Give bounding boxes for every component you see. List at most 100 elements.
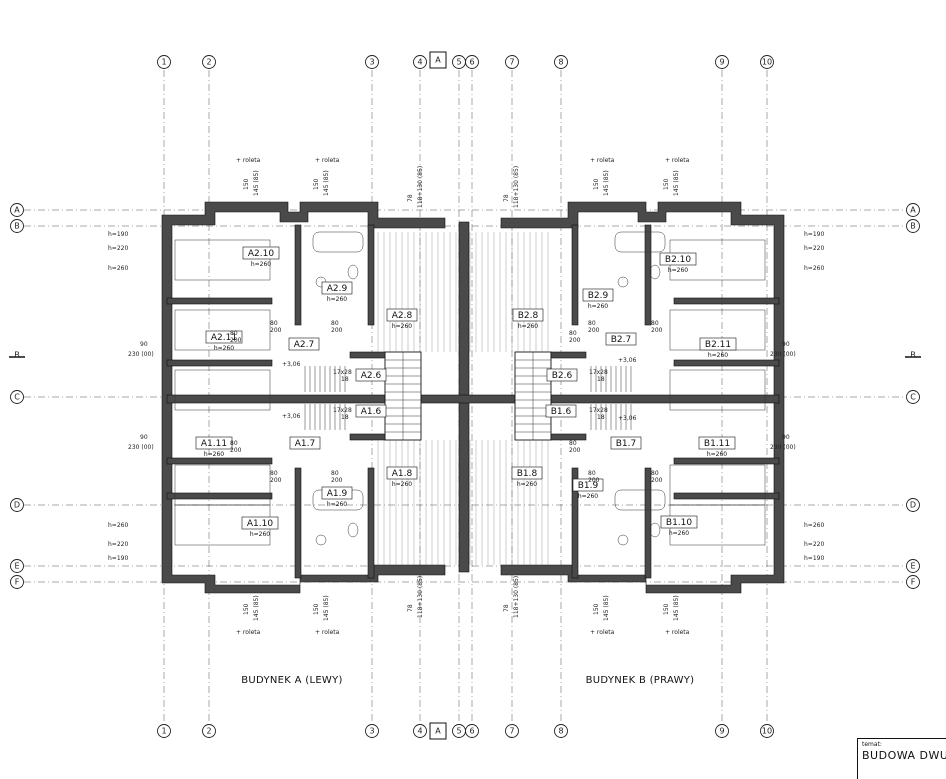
bathtub-3 [614, 489, 666, 511]
window-height-7: h=220 [804, 245, 824, 252]
axis-label-col-6-top: 6 [469, 58, 474, 67]
window-height-1: h=220 [108, 245, 128, 252]
section-mark-a-label-0: A [435, 56, 441, 65]
dim-150-bottom-0: 150 [243, 603, 250, 615]
room-height-B1.8: h=260 [517, 481, 537, 488]
stair-wall-b-bottom [550, 433, 587, 441]
room-height-A2.8: h=260 [392, 323, 412, 330]
building-b-outer-wall [500, 201, 785, 594]
axis-bubble-row-D-right [906, 498, 920, 512]
axis-bubble-row-A-left [10, 203, 24, 217]
title-block-value: BUDOWA DWU [862, 749, 946, 762]
room-height-A1.11: h=260 [204, 451, 224, 458]
axis-bubble-col-3-bottom [365, 724, 379, 738]
axis-label-row-B-left: B [14, 222, 20, 231]
wall-a1-10 [166, 492, 273, 500]
bed-2 [174, 369, 271, 411]
room-box-B1.6 [545, 404, 577, 418]
axis-bubble-col-6-top [465, 55, 479, 69]
axis-label-col-9-bottom: 9 [719, 727, 724, 736]
axis-bubble-col-4-bottom [413, 724, 427, 738]
section-mark-b-label-1: B [910, 351, 916, 360]
axis-label-col-5-bottom: 5 [456, 727, 461, 736]
dim-150-bottom-2: 150 [593, 603, 600, 615]
bathroom-wall-a1b [367, 467, 375, 579]
room-label-A2.8: A2.8 [392, 311, 413, 321]
room-label-A1.8: A1.8 [392, 469, 413, 479]
dim-200-3: 200 [569, 447, 581, 454]
room-label-B2.6: B2.6 [552, 371, 573, 381]
dim-80-0: 80 [230, 330, 238, 337]
window-height-3: h=260 [108, 522, 128, 529]
bed-0 [174, 239, 271, 281]
level-mark-2: +3,06 [618, 357, 637, 364]
room-label-B1.8: B1.8 [517, 469, 538, 479]
axis-label-col-8-top: 8 [558, 58, 563, 67]
room-box-B2.8 [512, 308, 544, 322]
room-height-A2.9: h=260 [327, 296, 347, 303]
washbasin-1 [315, 534, 327, 546]
axis-label-col-3-bottom: 3 [369, 727, 374, 736]
axis-label-row-F-left: F [15, 578, 20, 587]
dim-200-6: 200 [331, 327, 343, 334]
dim-90-2: 90 [782, 341, 790, 348]
dim-150-bottom-1: 150 [313, 603, 320, 615]
room-box-B1.11 [698, 436, 736, 450]
axis-label-row-A-right: A [910, 206, 916, 215]
room-height-B1.10: h=260 [669, 530, 689, 537]
note-roleta-1: + roleta [315, 157, 340, 164]
dim-145-top-3: 145 (85) [673, 170, 680, 196]
dim-80-1: 80 [230, 440, 238, 447]
stairs-count-0: 18 [341, 376, 349, 383]
axis-bubble-col-1-bottom [157, 724, 171, 738]
room-box-A1.10 [241, 516, 279, 530]
axis-label-col-2-bottom: 2 [206, 727, 211, 736]
dim-80-10: 80 [651, 320, 659, 327]
bathroom-wall-a1 [294, 467, 302, 579]
dim-145-top-2: 145 (85) [603, 170, 610, 196]
toilet-1 [347, 522, 359, 538]
room-box-A1.6 [355, 404, 387, 418]
dim-78-3: 78 [503, 604, 510, 612]
room-height-B1.9: h=260 [578, 493, 598, 500]
bed-1 [174, 309, 271, 351]
axis-bubble-col-6-bottom [465, 724, 479, 738]
bed-7 [669, 369, 766, 411]
axis-bubble-col-4-top [413, 55, 427, 69]
dim-145-bottom-3: 145 (85) [673, 595, 680, 621]
stairs-count-1: 18 [341, 414, 349, 421]
room-box-B2.11 [699, 337, 737, 351]
title-block-label: temat: [862, 741, 882, 748]
dim-90-1: 90 [140, 434, 148, 441]
room-box-B2.9 [582, 288, 614, 302]
axis-label-row-F-right: F [911, 578, 916, 587]
dim-145-top-1: 145 (85) [323, 170, 330, 196]
wall-a2-10 [166, 297, 273, 305]
dim-118-3: 118+130 (85) [513, 576, 520, 618]
details [174, 231, 766, 565]
axis-bubble-col-1-top [157, 55, 171, 69]
axis-label-col-3-top: 3 [369, 58, 374, 67]
room-box-A2.6 [355, 368, 387, 382]
window-height-5: h=190 [108, 555, 128, 562]
building-b-title: BUDYNEK B (PRAWY) [586, 675, 695, 686]
dim-230-1: 230 (00) [128, 444, 154, 451]
dim-200-4: 200 [270, 327, 282, 334]
room-box-A1.9 [321, 486, 353, 500]
dim-200-0: 200 [230, 337, 242, 344]
dim-78-1: 78 [503, 194, 510, 202]
axis-label-col-1-top: 1 [161, 58, 166, 67]
axis-bubble-col-3-top [365, 55, 379, 69]
window-height-0: h=190 [108, 231, 128, 238]
dim-118-0: 118+130 (85) [417, 166, 424, 208]
axis-bubble-col-10-bottom [760, 724, 774, 738]
stairs-dim-2: 17x28 [589, 369, 608, 376]
dim-80-2: 80 [569, 330, 577, 337]
dim-118-1: 118+130 (85) [513, 166, 520, 208]
dim-90-3: 90 [782, 434, 790, 441]
room-height-B2.10: h=260 [668, 267, 688, 274]
note-roleta-0: + roleta [236, 157, 261, 164]
room-height-B2.11: h=260 [708, 352, 728, 359]
